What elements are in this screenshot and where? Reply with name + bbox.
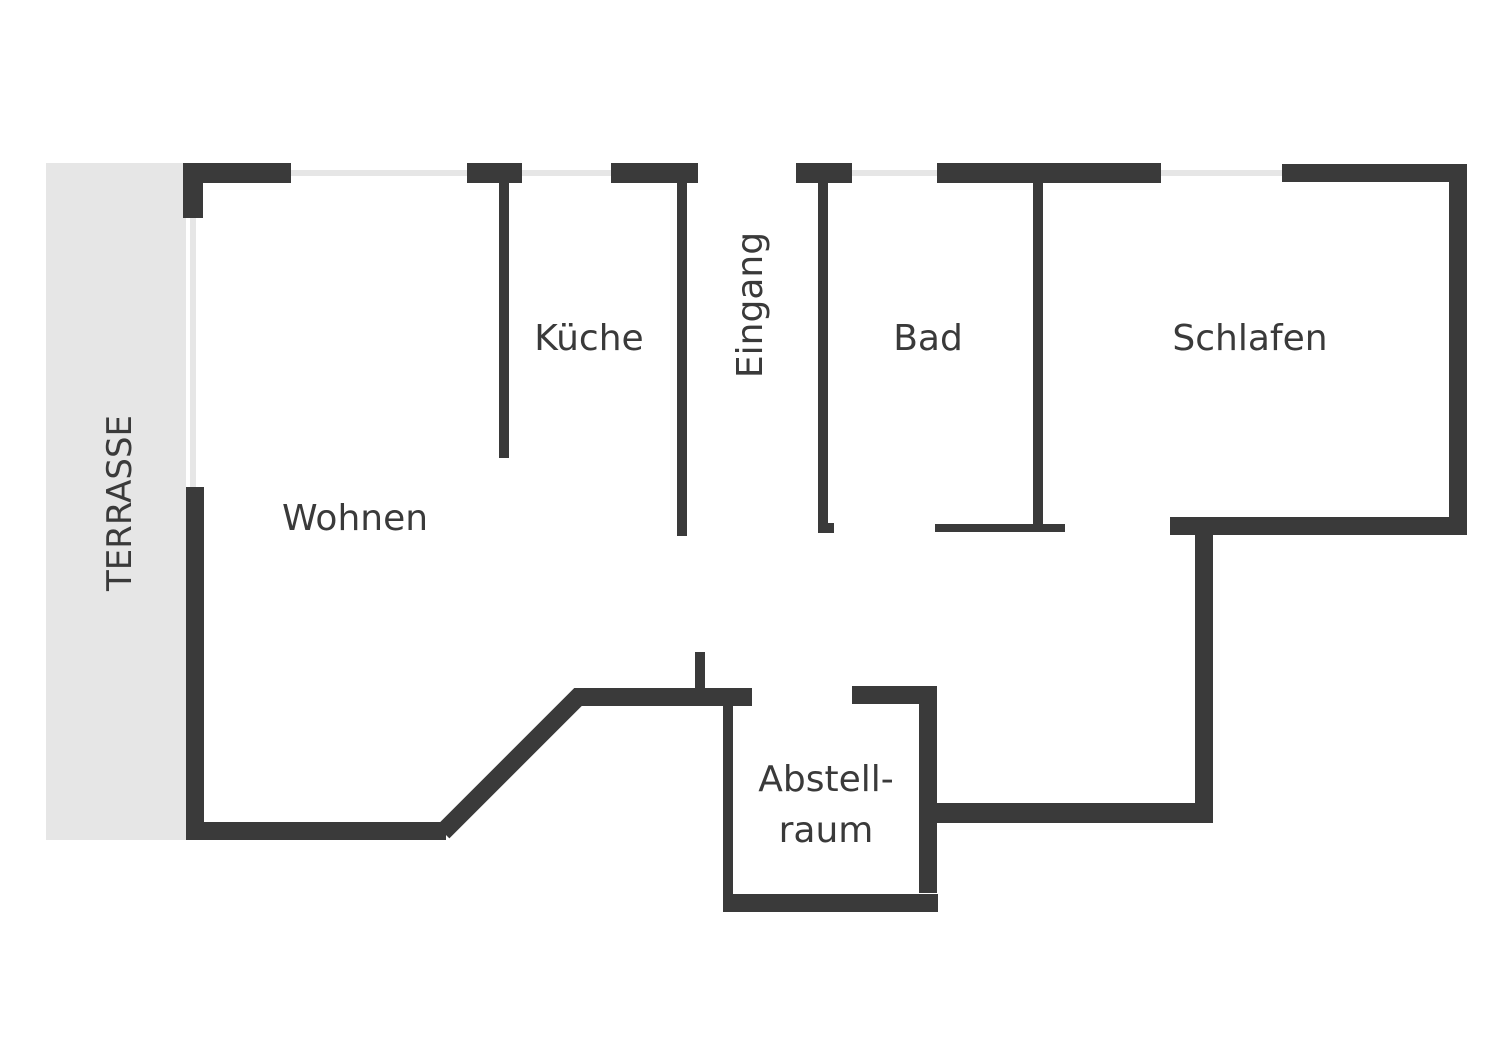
room-label-abstellraum-line2: raum	[779, 810, 874, 851]
room-label-schlafen: Schlafen	[1172, 318, 1327, 359]
room-label-kueche: Küche	[534, 318, 643, 359]
wall-entrance-right	[818, 173, 834, 533]
terrace-area	[46, 163, 186, 840]
room-label-abstellraum-line1: Abstell-	[758, 759, 894, 800]
wall-hall-bottom	[436, 688, 752, 839]
windows	[190, 170, 1285, 490]
wall-living-outer	[186, 487, 446, 840]
wall-top-left-corner	[183, 163, 291, 218]
room-label-eingang: Eingang	[730, 232, 771, 378]
walls	[183, 163, 1467, 912]
room-label-bad: Bad	[893, 318, 963, 359]
wall-storage-right	[852, 686, 937, 893]
wall-bedroom-outer	[1170, 164, 1467, 535]
terrace-label: TERRASSE	[100, 415, 140, 592]
room-label-wohnen: Wohnen	[282, 498, 428, 539]
